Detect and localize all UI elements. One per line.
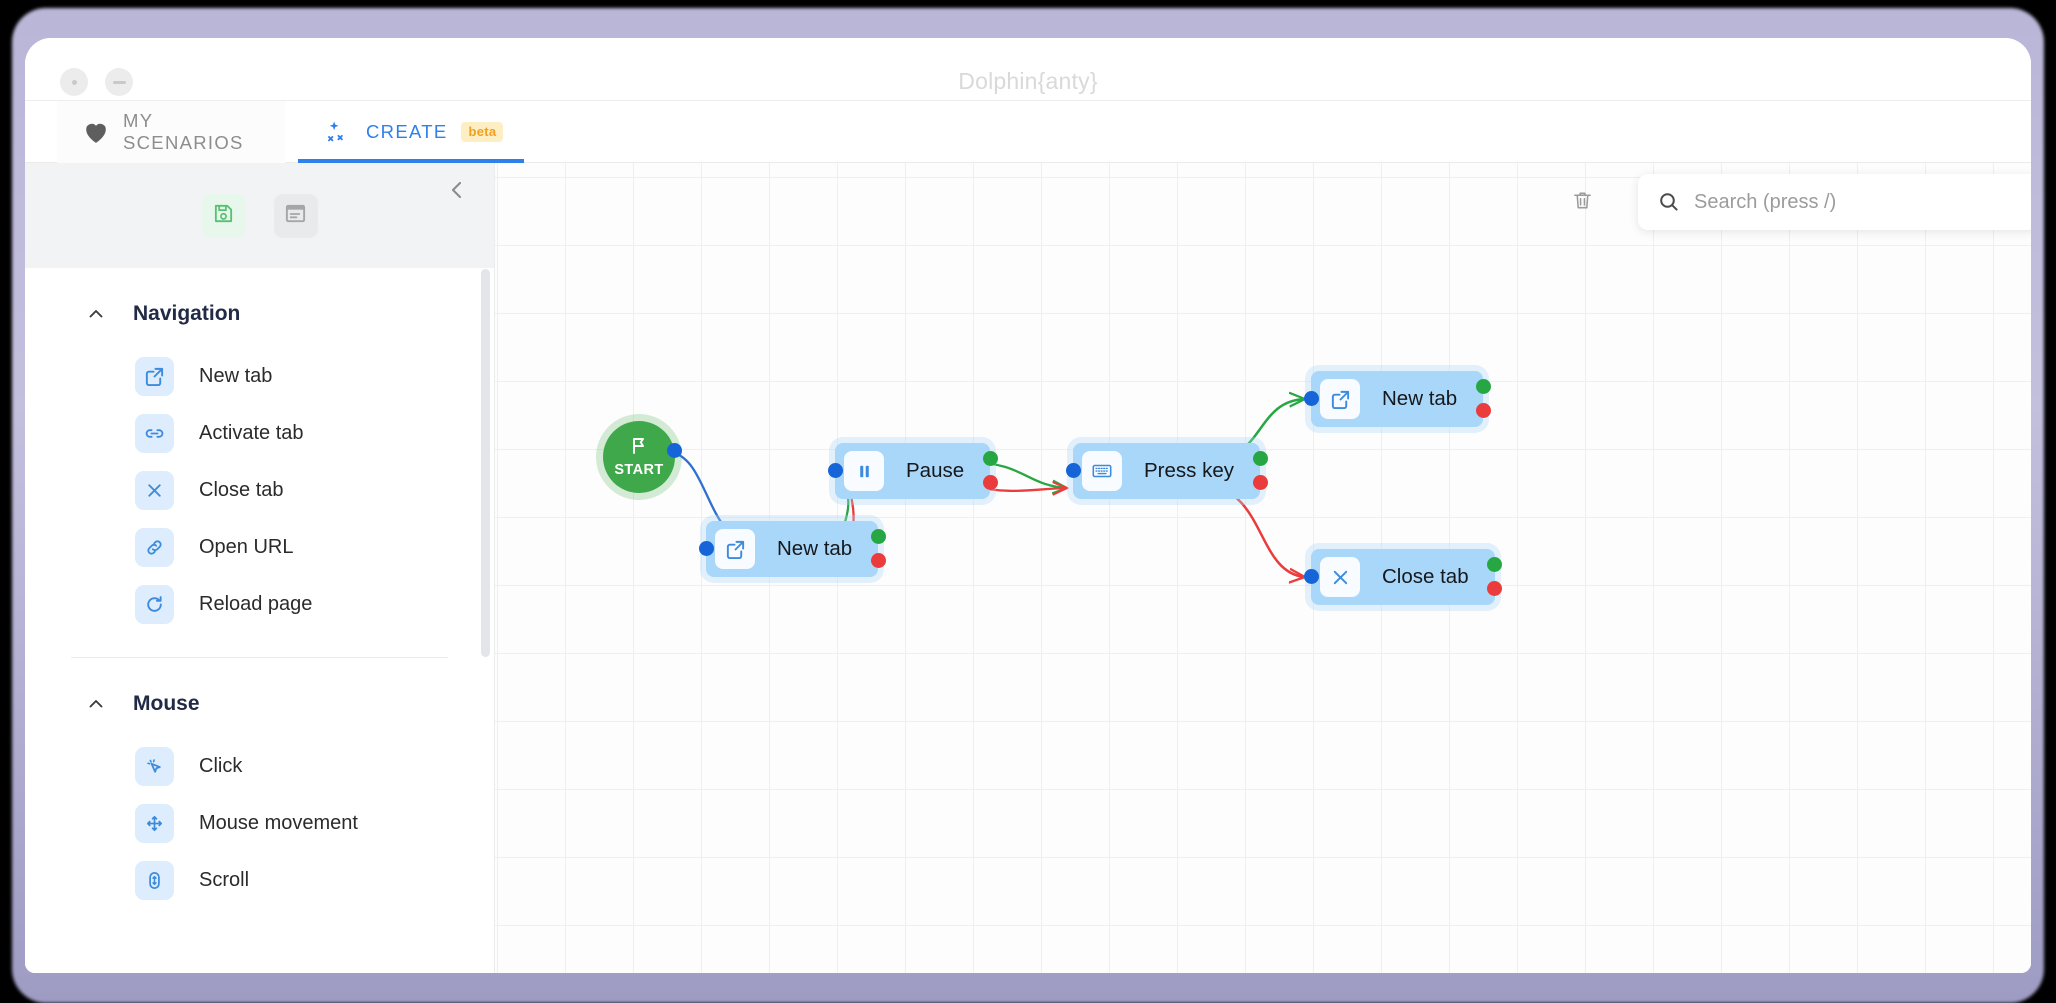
- save-disk-icon: [212, 202, 235, 230]
- tab-strip: MY SCENARIOS CREATE beta: [25, 101, 2031, 163]
- move-arrows-icon: [135, 804, 174, 843]
- node-press-key[interactable]: Press key: [1073, 443, 1260, 499]
- node-label: Press key: [1122, 459, 1260, 483]
- sidebar-item-activate-tab[interactable]: Activate tab: [25, 405, 494, 462]
- sidebar-item-new-tab[interactable]: New tab: [25, 348, 494, 405]
- cursor-click-icon: [135, 747, 174, 786]
- node-success-port[interactable]: [1253, 451, 1268, 466]
- window-title: Dolphin{anty}: [25, 68, 2031, 95]
- save-scenario-button[interactable]: [202, 194, 246, 238]
- title-bar: Dolphin{anty}: [25, 38, 2031, 101]
- sidebar-item-label: Reload page: [199, 593, 312, 616]
- chain-link-icon: [135, 528, 174, 567]
- sidebar-group-title: Mouse: [133, 692, 200, 716]
- sidebar-item-close-tab[interactable]: Close tab: [25, 462, 494, 519]
- trash-icon: [1571, 189, 1594, 217]
- sidebar-item-label: New tab: [199, 365, 272, 388]
- pause-icon: [844, 451, 884, 491]
- flag-icon: [629, 436, 649, 461]
- sidebar-item-reload-page[interactable]: Reload page: [25, 576, 494, 633]
- keyboard-icon: [1082, 451, 1122, 491]
- app-window: Dolphin{anty} MY SCENARIOS CREATE: [25, 38, 2031, 973]
- tab-create-label: CREATE: [366, 121, 447, 143]
- node-failure-port[interactable]: [871, 553, 886, 568]
- node-label: Pause: [884, 459, 990, 483]
- node-input-port[interactable]: [1304, 569, 1319, 584]
- sidebar-toolbar: [25, 163, 494, 268]
- magic-wand-icon: [324, 119, 352, 145]
- external-link-icon: [715, 529, 755, 569]
- search-input[interactable]: [1694, 191, 2018, 214]
- node-success-port[interactable]: [1476, 379, 1491, 394]
- note-window-icon: [284, 202, 307, 230]
- node-label: Close tab: [1360, 565, 1495, 589]
- sidebar-item-label: Open URL: [199, 536, 294, 559]
- tab-my-scenarios-label: MY SCENARIOS: [123, 110, 259, 154]
- node-failure-port[interactable]: [1253, 475, 1268, 490]
- beta-badge: beta: [461, 122, 503, 142]
- sidebar-scrollbar[interactable]: [481, 269, 490, 657]
- external-link-icon: [135, 357, 174, 396]
- tab-create[interactable]: CREATE beta: [298, 101, 524, 163]
- sidebar-item-mouse-movement[interactable]: Mouse movement: [25, 795, 494, 852]
- sidebar-group-header-mouse[interactable]: Mouse: [25, 658, 494, 738]
- node-input-port[interactable]: [1304, 391, 1319, 406]
- close-x-icon: [135, 471, 174, 510]
- node-success-port[interactable]: [871, 529, 886, 544]
- flow-canvas[interactable]: START New tab: [495, 163, 2031, 973]
- search-box[interactable]: [1638, 174, 2031, 230]
- sidebar-item-label: Activate tab: [199, 422, 304, 445]
- link-horizontal-icon: [135, 414, 174, 453]
- sidebar-item-click[interactable]: Click: [25, 738, 494, 795]
- start-node[interactable]: START: [603, 421, 675, 493]
- node-input-port[interactable]: [699, 541, 714, 556]
- node-new-tab-2[interactable]: New tab: [1311, 371, 1483, 427]
- notes-button[interactable]: [274, 194, 318, 238]
- start-node-label: START: [614, 462, 663, 478]
- reload-icon: [135, 585, 174, 624]
- node-new-tab-1[interactable]: New tab: [706, 521, 878, 577]
- sidebar-collapse-button[interactable]: [442, 177, 472, 207]
- node-pause[interactable]: Pause: [835, 443, 990, 499]
- node-input-port[interactable]: [828, 463, 843, 478]
- node-label: New tab: [1360, 387, 1483, 411]
- sidebar-item-label: Close tab: [199, 479, 284, 502]
- sidebar-group-header-navigation[interactable]: Navigation: [25, 268, 494, 348]
- chevron-left-icon: [447, 179, 467, 206]
- sidebar-item-label: Mouse movement: [199, 812, 358, 835]
- start-node-output-port[interactable]: [667, 443, 682, 458]
- node-close-tab[interactable]: Close tab: [1311, 549, 1495, 605]
- sidebar-item-open-url[interactable]: Open URL: [25, 519, 494, 576]
- chevron-up-icon: [87, 305, 105, 323]
- node-success-port[interactable]: [983, 451, 998, 466]
- delete-button[interactable]: [1565, 186, 1599, 220]
- sidebar-group-title: Navigation: [133, 302, 240, 326]
- sidebar-item-label: Scroll: [199, 869, 249, 892]
- external-link-icon: [1320, 379, 1360, 419]
- sidebar-item-scroll[interactable]: Scroll: [25, 852, 494, 909]
- edge-presskey-failure-to-closetab: [1207, 486, 1305, 577]
- heart-icon: [83, 120, 109, 144]
- chevron-up-icon: [87, 695, 105, 713]
- search-icon: [1658, 191, 1680, 213]
- node-label: New tab: [755, 537, 878, 561]
- scroll-vertical-icon: [135, 861, 174, 900]
- tab-my-scenarios[interactable]: MY SCENARIOS: [57, 101, 285, 163]
- sidebar-item-label: Click: [199, 755, 242, 778]
- node-failure-port[interactable]: [1476, 403, 1491, 418]
- close-x-icon: [1320, 557, 1360, 597]
- node-failure-port[interactable]: [983, 475, 998, 490]
- node-input-port[interactable]: [1066, 463, 1081, 478]
